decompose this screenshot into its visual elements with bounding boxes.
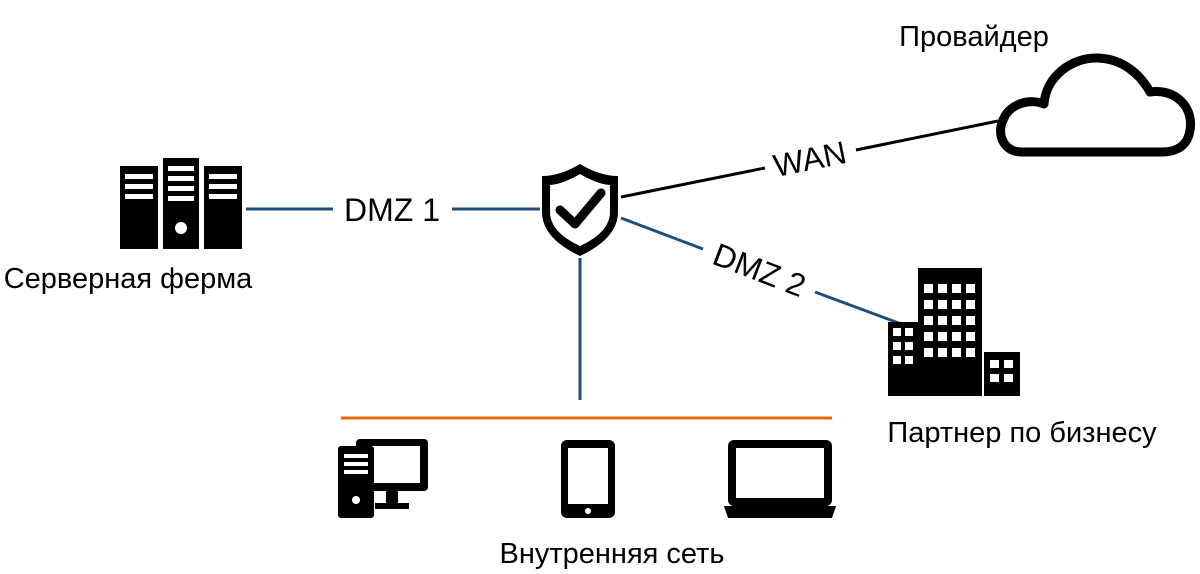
tablet-icon: [561, 440, 615, 518]
wan-label: WAN: [770, 134, 849, 184]
internal-network-label: Внутренняя сеть: [500, 538, 725, 570]
cloud-icon: [996, 53, 1196, 157]
wan-link-right: [855, 119, 999, 152]
server-rack-icon: [120, 158, 242, 249]
laptop-icon: [724, 440, 836, 518]
partner-label: Партнер по бизнесу: [887, 417, 1157, 449]
provider-label: Провайдер: [899, 21, 1049, 53]
desktop-computer-icon: [338, 439, 428, 518]
dmz2-link-right: [814, 290, 905, 327]
firewall-shield-icon: [542, 164, 618, 256]
dmz2-label: DMZ 2: [708, 236, 811, 304]
dmz1-label: DMZ 1: [344, 192, 440, 228]
wan-link-left: [620, 166, 766, 199]
server-farm-label: Серверная ферма: [4, 263, 253, 295]
office-building-icon: [888, 268, 1020, 396]
dmz2-link-left: [620, 216, 704, 251]
